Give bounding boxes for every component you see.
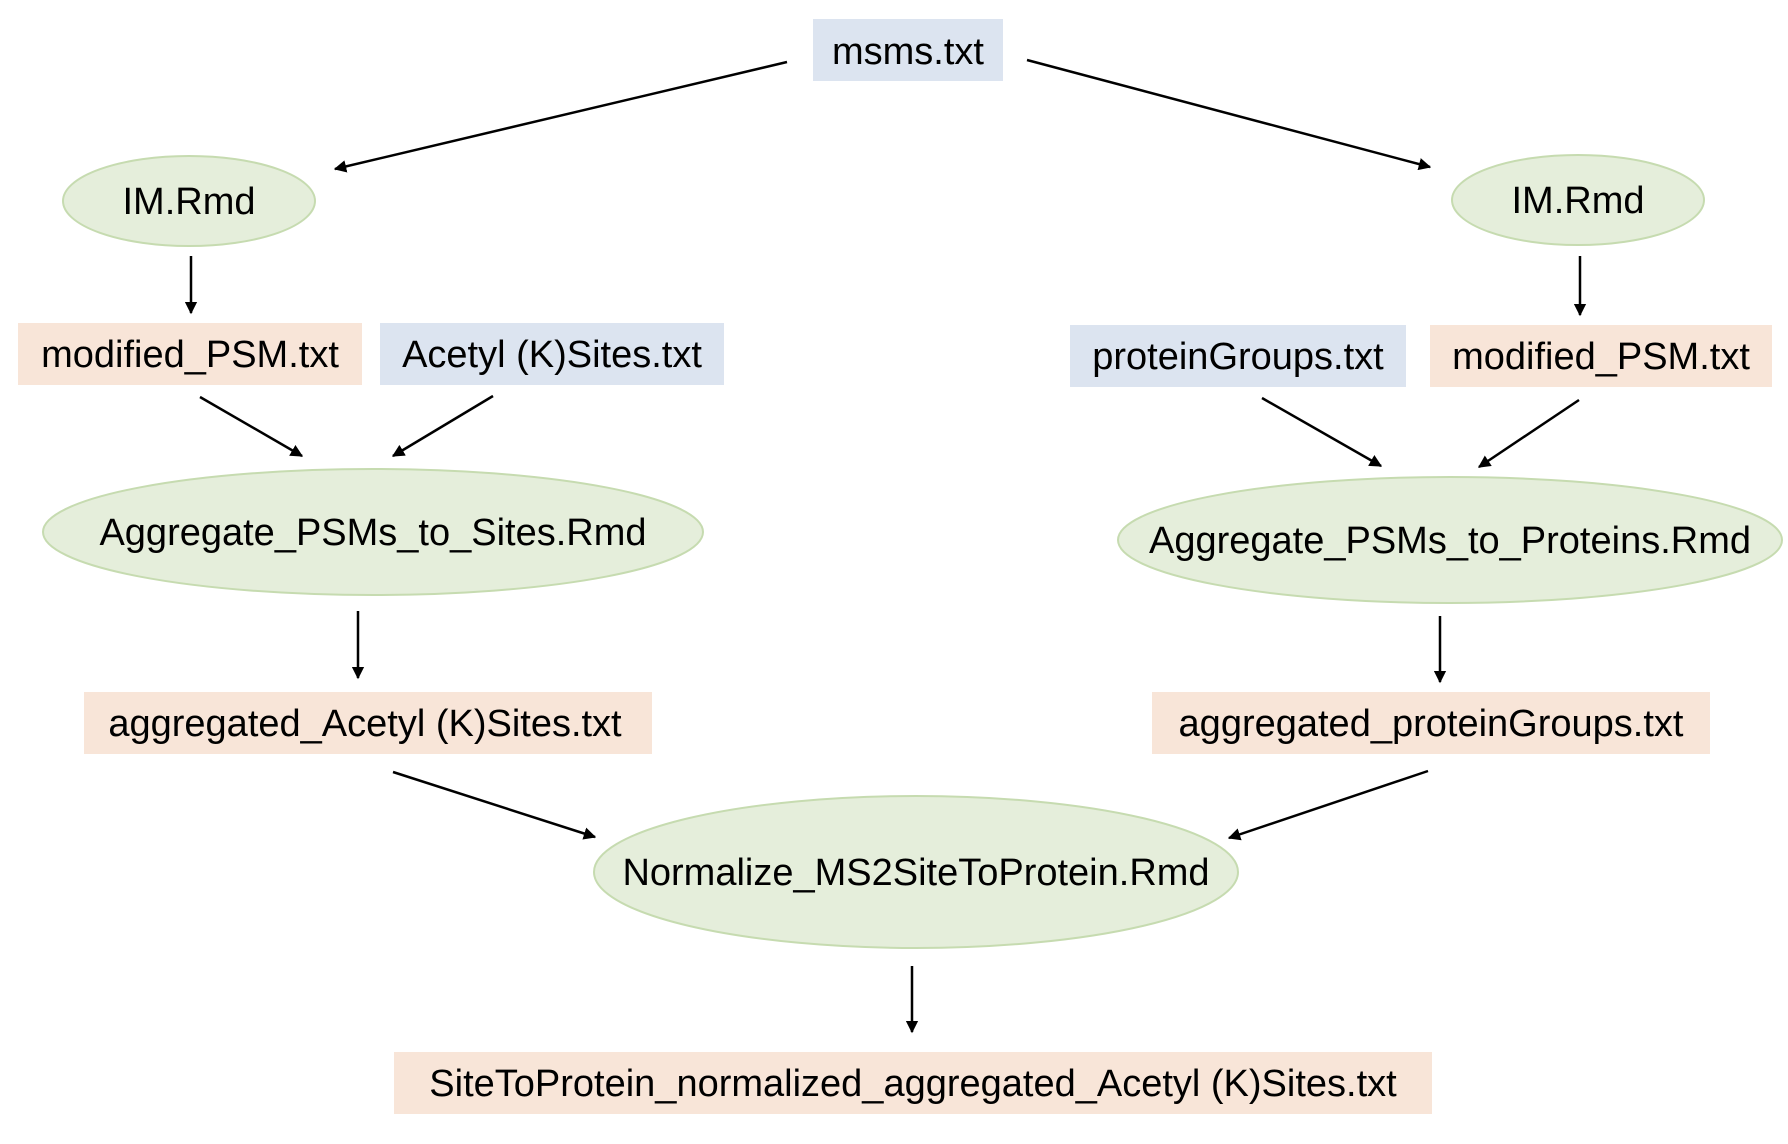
acetyl-sites-file-box	[380, 323, 724, 385]
acetyl-sites-label: Acetyl (K)Sites.txt	[402, 334, 702, 376]
edge-protein-groups-to-aggregate-proteins	[1261, 396, 1383, 468]
im-left-label: IM.Rmd	[123, 181, 256, 223]
aggregate-psms-to-sites-label: Aggregate_PSMs_to_Sites.Rmd	[99, 512, 646, 554]
aggregated-protein-groups-label: aggregated_proteinGroups.txt	[1179, 703, 1684, 745]
edge-acetyl-sites-to-aggregate-sites	[391, 394, 494, 458]
node-shapes	[18, 19, 1783, 1114]
modified-psm-right-file-box	[1430, 325, 1772, 387]
msms-file-box	[813, 19, 1003, 81]
edge-msms-to-im-right	[1026, 58, 1432, 171]
edge-aggregated-protein-groups-to-normalize	[1227, 769, 1429, 841]
aggregate-psms-to-proteins-ellipse	[1117, 476, 1783, 604]
edge-aggregated-acetyl-to-normalize	[392, 770, 597, 840]
edge-msms-to-im-left	[333, 60, 788, 173]
aggregated-acetyl-sites-label: aggregated_Acetyl (K)Sites.txt	[108, 703, 622, 745]
aggregate-psms-to-proteins-label: Aggregate_PSMs_to_Proteins.Rmd	[1149, 520, 1751, 562]
protein-groups-label: proteinGroups.txt	[1092, 336, 1384, 378]
modified-psm-right-label: modified_PSM.txt	[1452, 336, 1750, 378]
edge-modified-psm-to-aggregate-proteins	[1477, 398, 1580, 469]
normalize-ms2-site-to-protein-label: Normalize_MS2SiteToProtein.Rmd	[622, 852, 1209, 894]
final-normalized-output-label: SiteToProtein_normalized_aggregated_Acet…	[429, 1063, 1397, 1105]
msms-label: msms.txt	[832, 31, 984, 73]
normalize-ms2-site-to-protein-ellipse	[593, 795, 1239, 949]
aggregate-psms-to-sites-ellipse	[42, 468, 704, 596]
im-right-script-ellipse	[1451, 154, 1705, 246]
aggregated-protein-groups-file-box	[1152, 692, 1710, 754]
modified-psm-left-label: modified_PSM.txt	[41, 334, 339, 376]
im-left-script-ellipse	[62, 155, 316, 247]
edge-modified-psm-to-aggregate-sites	[199, 395, 304, 458]
protein-groups-file-box	[1070, 325, 1406, 387]
aggregated-acetyl-sites-file-box	[84, 692, 652, 754]
final-normalized-output-file-box	[394, 1052, 1432, 1114]
im-right-label: IM.Rmd	[1512, 180, 1645, 222]
modified-psm-left-file-box	[18, 323, 362, 385]
node-labels: msms.txt IM.Rmd IM.Rmd modified_PSM.txt …	[41, 31, 1751, 1105]
edges	[184, 58, 1587, 1034]
